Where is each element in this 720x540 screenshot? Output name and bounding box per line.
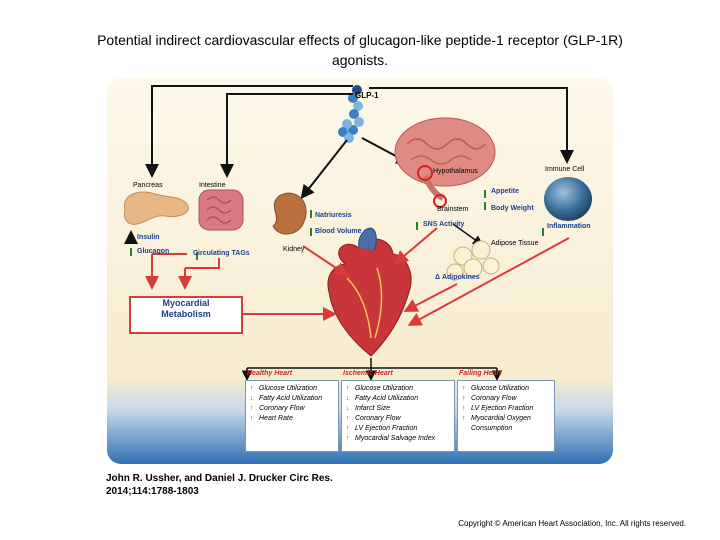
arrow-to-intestine bbox=[220, 93, 353, 178]
arrow-sns-to-adipose bbox=[452, 223, 484, 246]
pancreas-label: Pancreas bbox=[133, 182, 163, 189]
list-item: Glucose Utilization bbox=[462, 384, 533, 394]
healthy-heart-heading: Healthy Heart bbox=[247, 370, 293, 377]
blood-volume-label: Blood Volume bbox=[315, 228, 362, 235]
failing-heart-list: Glucose Utilization Coronary Flow LV Eje… bbox=[462, 384, 533, 434]
title-line-2: agonists. bbox=[331, 52, 389, 68]
list-item: Coronary Flow bbox=[346, 414, 435, 424]
list-item: Myocardial Oxygen bbox=[462, 414, 533, 424]
list-item: Fatty Acid Utilization bbox=[250, 394, 322, 404]
title-line-1: Potential indirect cardiovascular effect… bbox=[97, 32, 623, 48]
myocardial-line-2: Metabolism bbox=[161, 309, 211, 319]
immune-cell-label: Immune Cell bbox=[545, 166, 585, 173]
list-item: Myocardial Salvage Index bbox=[346, 434, 435, 444]
hypothalamus-label: Hypothalamus bbox=[433, 168, 478, 175]
inflammation-label: Inflammation bbox=[547, 223, 591, 230]
intestine-icon bbox=[198, 189, 244, 231]
hypothalamus-marker bbox=[417, 165, 433, 181]
intestine-label: Intestine bbox=[199, 182, 226, 189]
citation-line-1: John R. Ussher, and Daniel J. Drucker Ci… bbox=[106, 473, 333, 484]
failing-heart-heading: Failing Heart bbox=[459, 370, 502, 377]
arrow-to-kidney bbox=[300, 139, 348, 200]
arrow-to-pancreas bbox=[145, 85, 353, 178]
slide-title: Potential indirect cardiovascular effect… bbox=[40, 30, 680, 70]
list-item: LV Ejection Fraction bbox=[462, 404, 533, 414]
brainstem-marker bbox=[433, 194, 447, 208]
list-item: LV Ejection Fraction bbox=[346, 424, 435, 434]
insulin-label: Insulin bbox=[137, 234, 160, 241]
arrow-immune-to-heart bbox=[407, 237, 570, 326]
brainstem-label: Brainstem bbox=[437, 206, 469, 213]
list-item: Coronary Flow bbox=[250, 404, 322, 414]
list-item: Consumption bbox=[471, 425, 513, 432]
circulating-tags-label: Circulating TAGs bbox=[193, 250, 250, 257]
copyright-notice: Copyright © American Heart Association, … bbox=[458, 519, 686, 528]
effect-arrows bbox=[124, 190, 544, 260]
list-item: Heart Rate bbox=[250, 414, 322, 424]
ischemic-heart-panel: Glucose Utilization Fatty Acid Utilizati… bbox=[341, 380, 455, 452]
arrow-adipose-to-heart bbox=[403, 283, 458, 312]
list-item: Fatty Acid Utilization bbox=[346, 394, 435, 404]
arrow-brain-to-heart bbox=[393, 227, 438, 265]
connector-intestine bbox=[185, 258, 220, 269]
kidney-icon bbox=[272, 192, 307, 235]
arrow-kidney-to-heart bbox=[302, 245, 349, 277]
list-item: Glucose Utilization bbox=[250, 384, 322, 394]
figure-panel: GLP-1 Pancreas Intestine Kidney Hypothal… bbox=[107, 78, 613, 464]
arrow-to-immune-cell bbox=[369, 87, 574, 164]
healthy-heart-list: Glucose Utilization Fatty Acid Utilizati… bbox=[250, 384, 322, 424]
citation: John R. Ussher, and Daniel J. Drucker Ci… bbox=[106, 472, 333, 498]
adipose-tissue-label: Adipose Tissue bbox=[491, 240, 539, 247]
myocardial-metabolism-box: Myocardial Metabolism bbox=[129, 296, 243, 334]
body-weight-label: Body Weight bbox=[491, 205, 534, 212]
appetite-label: Appetite bbox=[491, 188, 519, 195]
glucagon-label: Glucagon bbox=[137, 248, 170, 255]
heart-icon bbox=[327, 227, 412, 357]
natriuresis-label: Natriuresis bbox=[315, 212, 352, 219]
pancreas-icon bbox=[123, 191, 189, 225]
list-item: Coronary Flow bbox=[462, 394, 533, 404]
ischemic-heart-heading: Ischemic Heart bbox=[343, 370, 393, 377]
kidney-label: Kidney bbox=[283, 246, 305, 253]
immune-cell-icon bbox=[544, 177, 592, 221]
adipokines-label: Δ Adipokines bbox=[435, 274, 480, 281]
citation-line-2: 2014;114:1788-1803 bbox=[106, 486, 199, 497]
failing-heart-panel: Glucose Utilization Coronary Flow LV Eje… bbox=[457, 380, 555, 452]
healthy-heart-panel: Glucose Utilization Fatty Acid Utilizati… bbox=[245, 380, 339, 452]
glp1-label: GLP-1 bbox=[355, 91, 379, 100]
myocardial-line-1: Myocardial bbox=[162, 298, 210, 308]
sns-activity-label: SNS Activity bbox=[423, 221, 465, 228]
list-item: Infarct Size bbox=[346, 404, 435, 414]
list-item: Glucose Utilization bbox=[346, 384, 435, 394]
adipose-tissue-icon bbox=[446, 240, 500, 281]
ischemic-heart-list: Glucose Utilization Fatty Acid Utilizati… bbox=[346, 384, 435, 444]
